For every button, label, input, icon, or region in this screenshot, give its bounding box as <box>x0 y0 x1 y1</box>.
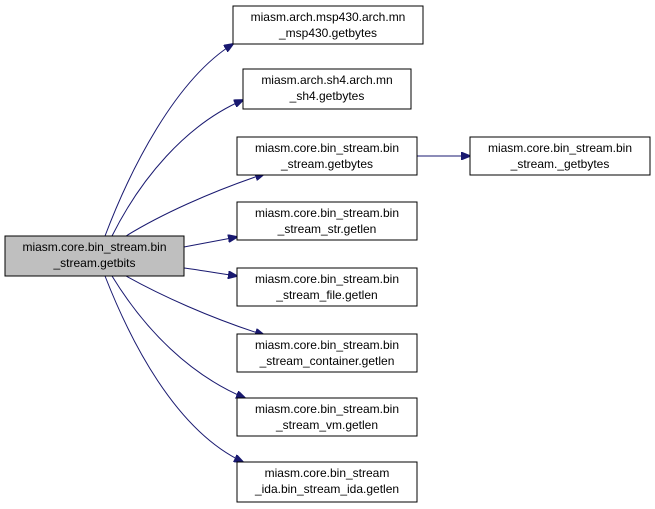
node-bin-stream-ida-getlen[interactable]: miasm.core.bin_stream _ida.bin_stream_id… <box>236 461 418 503</box>
node-sh4-getbytes[interactable]: miasm.arch.sh4.arch.mn _sh4.getbytes <box>242 68 412 110</box>
node-box <box>236 267 418 307</box>
node-label-line-1: miasm.core.bin_stream.bin <box>488 141 632 155</box>
node-label-line-2: _stream.getbytes <box>280 157 373 171</box>
node-msp430-getbytes[interactable]: miasm.arch.msp430.arch.mn _msp430.getbyt… <box>232 5 424 45</box>
node-label-line-1: miasm.core.bin_stream.bin <box>255 338 399 352</box>
node-label-line-2: _msp430.getbytes <box>278 26 377 40</box>
edge-root-to-n7 <box>125 275 264 335</box>
node-box <box>469 136 651 176</box>
edge-root-to-n8 <box>111 275 245 398</box>
edge-root-to-n5 <box>183 237 237 248</box>
node-box <box>236 461 418 503</box>
node-label-line-2: _stream.getbits <box>52 256 135 270</box>
node-box <box>236 333 418 373</box>
edges <box>104 44 470 462</box>
node-bin-stream-container-getlen[interactable]: miasm.core.bin_stream.bin _stream_contai… <box>236 333 418 373</box>
node-label-line-2: _ida.bin_stream_ida.getlen <box>254 482 399 496</box>
node-bin-stream-getbytes[interactable]: miasm.core.bin_stream.bin _stream.getbyt… <box>236 136 418 176</box>
node-label-line-1: miasm.core.bin_stream <box>265 466 390 480</box>
node-bin-stream-file-getlen[interactable]: miasm.core.bin_stream.bin _stream_file.g… <box>236 267 418 307</box>
node-label-line-1: miasm.core.bin_stream.bin <box>255 402 399 416</box>
node-box <box>4 235 185 277</box>
node-label-line-2: _stream_str.getlen <box>277 222 377 236</box>
node-label-line-2: _stream._getbytes <box>510 157 610 171</box>
node-label-line-2: _stream_vm.getlen <box>275 418 378 432</box>
edge-root-to-n1 <box>104 44 233 237</box>
node-label-line-1: miasm.core.bin_stream.bin <box>255 206 399 220</box>
node-label-line-1: miasm.core.bin_stream.bin <box>255 141 399 155</box>
node-label-line-1: miasm.core.bin_stream.bin <box>255 272 399 286</box>
node-label-line-2: _stream_file.getlen <box>275 288 377 302</box>
node-box <box>236 201 418 241</box>
node-box <box>236 397 418 437</box>
node-root[interactable]: miasm.core.bin_stream.bin _stream.getbit… <box>4 235 185 277</box>
node-label-line-1: miasm.core.bin_stream.bin <box>22 240 166 254</box>
edge-root-to-n3 <box>125 174 264 237</box>
node-bin-stream-str-getlen[interactable]: miasm.core.bin_stream.bin _stream_str.ge… <box>236 201 418 241</box>
edge-root-to-n6 <box>183 267 237 276</box>
node-label-line-2: _stream_container.getlen <box>259 354 395 368</box>
node-bin-stream-vm-getlen[interactable]: miasm.core.bin_stream.bin _stream_vm.get… <box>236 397 418 437</box>
node-bin-stream-private-getbytes[interactable]: miasm.core.bin_stream.bin _stream._getby… <box>469 136 651 176</box>
node-box <box>242 68 412 110</box>
node-box <box>236 136 418 176</box>
edge-root-to-n2 <box>111 100 243 237</box>
node-label-line-1: miasm.arch.sh4.arch.mn <box>261 73 392 87</box>
edge-root-to-n9 <box>104 275 243 462</box>
node-label-line-1: miasm.arch.msp430.arch.mn <box>251 10 406 24</box>
node-box <box>232 5 424 45</box>
node-label-line-2: _sh4.getbytes <box>289 89 365 103</box>
